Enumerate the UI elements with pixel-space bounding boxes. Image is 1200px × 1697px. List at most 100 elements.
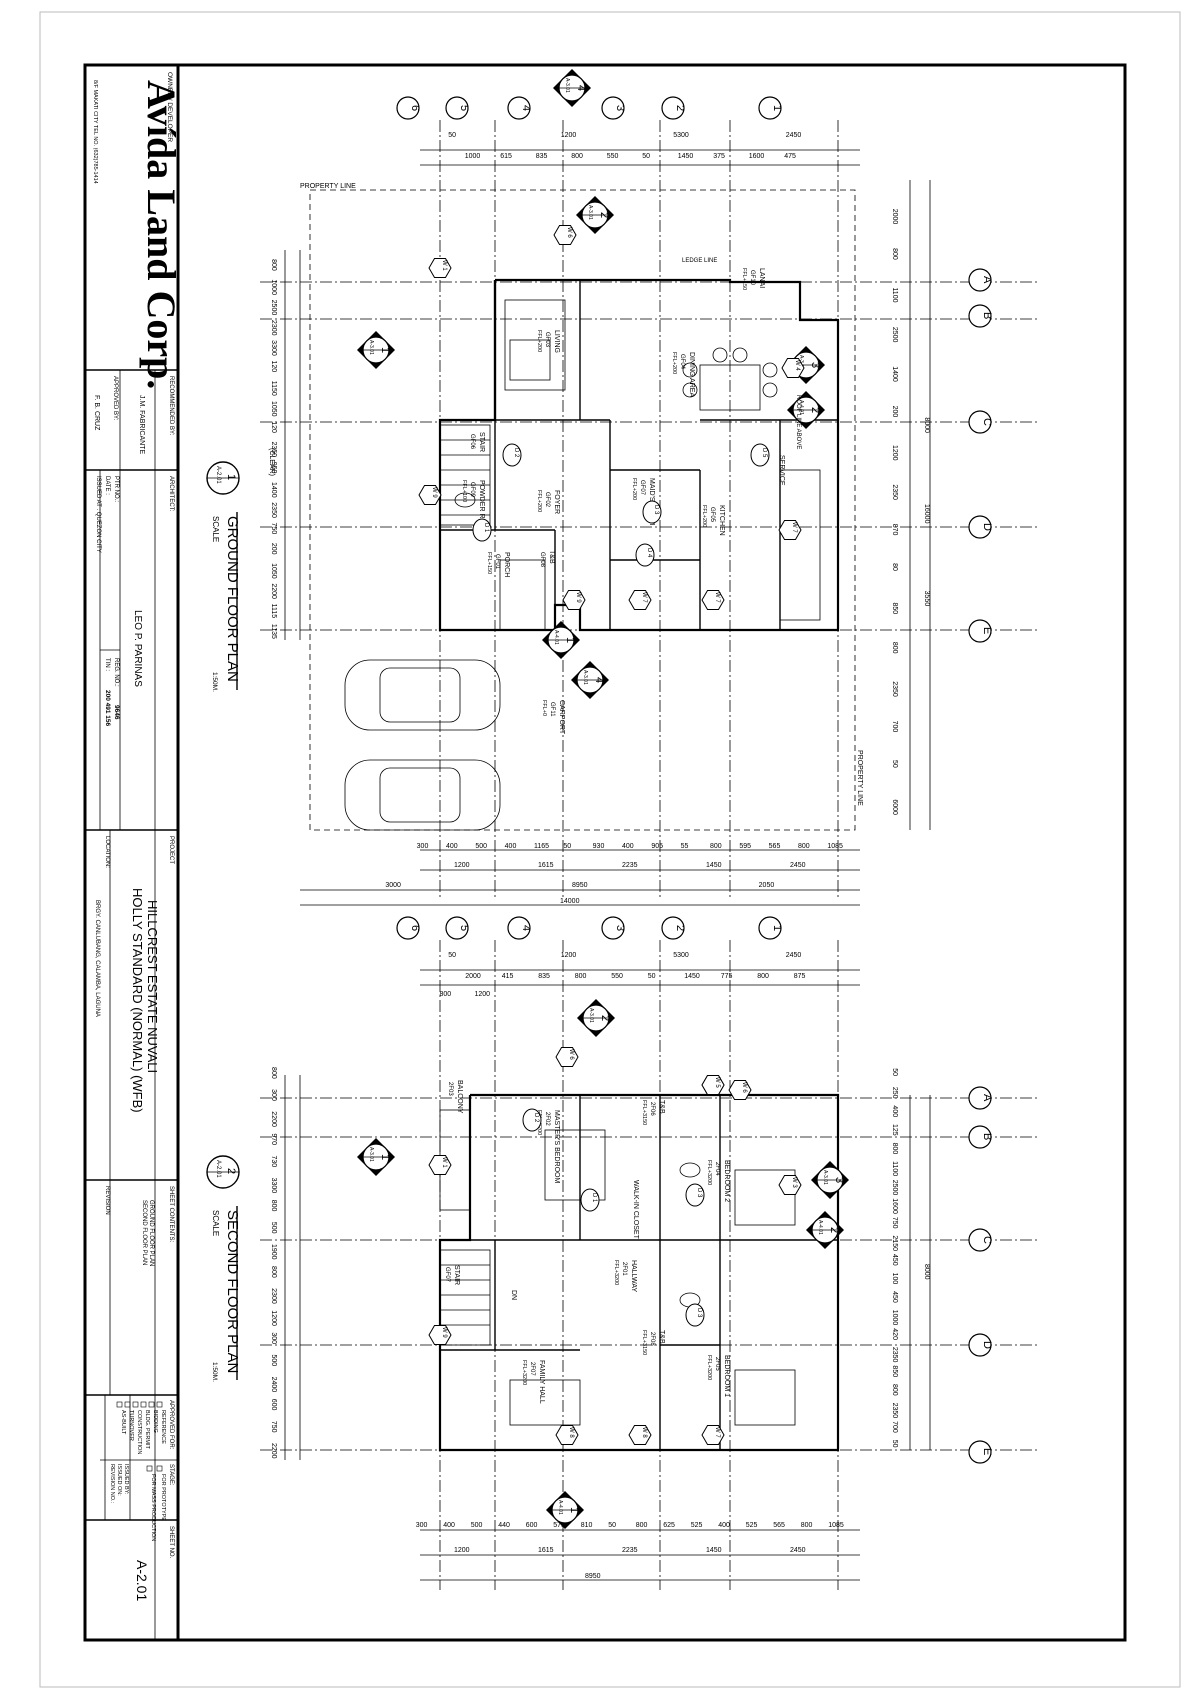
dimension-value: 2500 [891, 327, 898, 343]
section-number: 3 [809, 362, 821, 368]
section-marker: 4A-3.01 [571, 661, 609, 699]
issued-on-label: ISSUED ON: [116, 1464, 122, 1496]
door-tag: D 3 [685, 1303, 705, 1327]
grid-number-label: 5 [458, 925, 470, 931]
approved-for-checkbox[interactable] [156, 1401, 163, 1408]
dimension-value: 450 [891, 1254, 898, 1266]
issued-at-label: ISSUED AT : QUEZON CITY [95, 476, 101, 553]
section-ref: A-4.01 [817, 1220, 823, 1235]
window-tag: W 9 [428, 1325, 452, 1345]
dimension-value: 550 [611, 973, 623, 980]
sheet-contents-1: GROUND FLOOR PLAN [148, 1200, 154, 1266]
window-tag-label: W 6 [566, 227, 572, 238]
dimension-value: 2500 [270, 300, 277, 316]
dimension-value: 550 [607, 153, 619, 160]
section-ref: A-4.01 [557, 1500, 563, 1515]
dimension-value: 2500 [891, 1180, 898, 1196]
dimension-value: 1050 [270, 401, 277, 417]
approved-for-checkbox[interactable] [140, 1401, 147, 1408]
grid-bubble-number [507, 916, 531, 940]
reg-value: 9646 [113, 705, 120, 720]
dimension-value: 1085 [828, 1522, 844, 1529]
approved-for-checkbox[interactable] [132, 1401, 139, 1408]
dimension-value: 800 [891, 1384, 898, 1396]
dimension-value: 375 [713, 153, 725, 160]
ground-plan-title: GROUND FLOOR PLAN [224, 516, 241, 682]
room-elevation: FFL+3200 [521, 1360, 527, 1385]
approved-for-checkbox[interactable] [116, 1401, 123, 1408]
dimension-value: 575 [553, 1522, 565, 1529]
section-marker: 4A-3.01 [553, 69, 591, 107]
dimension-value: 800 [270, 1200, 277, 1212]
door-tag-label: D 2 [513, 448, 519, 458]
dimension-value: 100 [891, 1273, 898, 1285]
tin-value: 200 491 156 [104, 690, 111, 727]
company-logo: Avída Land Corp. [139, 80, 184, 389]
approved-for-checkbox[interactable] [148, 1401, 155, 1408]
ground-plan-number: 1 [225, 474, 237, 480]
room-name: LANAI [758, 268, 765, 288]
dimension-value: 120 [270, 421, 277, 433]
room-name: HALLWAY [630, 1260, 637, 1292]
dimension-value: 1615 [538, 862, 554, 869]
section-number: 1 [379, 1154, 391, 1160]
room-elevation: FFL+3200 [706, 1160, 712, 1185]
grid-number-label: 6 [409, 925, 421, 931]
window-tag: W 7 [701, 590, 725, 610]
door-tag: D 2 [502, 443, 522, 467]
window-tag-label: W 3 [791, 1177, 797, 1188]
stage-checkbox[interactable] [156, 1465, 163, 1472]
dimension-value: 1100 [891, 1161, 898, 1176]
section-markers: 4A-3.012A-3.011A-3.013A-3.012A-4.011A-4.… [357, 69, 849, 1529]
dimension-value: 5300 [673, 952, 689, 959]
second-plan-ref: A-2.01 [215, 1160, 221, 1178]
grid-number-label: 6 [409, 105, 421, 111]
grid-bubble-letter [968, 1333, 992, 1357]
grid-letter-label: B [981, 1133, 993, 1140]
architect-name: LEO P. PARINAS [132, 610, 143, 687]
room-name: T&B [658, 1100, 665, 1114]
section-ref: A-4.01 [553, 630, 559, 645]
door-tag: D 2 [522, 1108, 542, 1132]
dimension-value: 3300 [270, 340, 277, 356]
grid-number-label: 1 [771, 105, 783, 111]
section-number: 2 [809, 407, 821, 413]
ground-floor-plan [260, 120, 1040, 906]
grid-letter-label: C [981, 418, 993, 426]
grid-bubble-letter [968, 515, 992, 539]
dimension-value: 2400 [270, 1377, 277, 1393]
room-code: 2F05 [714, 1357, 720, 1371]
room-code: GF07 [444, 1267, 450, 1283]
dimension-value: 400 [622, 843, 634, 850]
window-tag-label: W 6 [568, 1049, 574, 1060]
drawing-border [83, 63, 1127, 1642]
dimension-value: 500 [475, 843, 487, 850]
dimension-value: 2450 [790, 1547, 806, 1554]
dimension-value: 55 [681, 843, 689, 850]
approved-for-item: TURNOVER [128, 1410, 134, 1441]
property-line [309, 189, 856, 831]
owner-label: OWNER / DEVELOPER [166, 72, 173, 142]
second-plan-title-group: 2 A-2.01 SECOND FLOOR PLAN SCALE 1:50M. [206, 1155, 241, 1382]
ground-plan-scale-label: SCALE [211, 516, 220, 542]
door-tag: D 1 [580, 1188, 600, 1212]
window-tag-label: W 7 [714, 592, 720, 603]
ground-plan-title-group: 1 A-2.01 GROUND FLOOR PLAN SCALE 1:50M. [206, 461, 241, 692]
approved-for-checkbox[interactable] [124, 1401, 131, 1408]
dimension-value: 2200 [270, 583, 277, 599]
dimension-value: 1050 [270, 563, 277, 579]
dimension-value: 300 [270, 1089, 277, 1101]
approved-for-item: AS-BUILT [120, 1410, 126, 1435]
room-code: GF10 [749, 270, 755, 286]
dimension-value: 1200 [561, 132, 577, 139]
room-elevation: FFL+150 [486, 552, 492, 574]
room-elevation: FFL+0 [541, 700, 547, 716]
stage-checkbox[interactable] [146, 1465, 153, 1472]
grid-number-label: 3 [614, 105, 626, 111]
room-elevation: FFL+3150 [641, 1100, 647, 1125]
approved-for-item: CONSTRUCTION [136, 1410, 142, 1454]
dimension-value: 3000 [385, 882, 401, 889]
grid-bubble-letter [968, 1228, 992, 1252]
